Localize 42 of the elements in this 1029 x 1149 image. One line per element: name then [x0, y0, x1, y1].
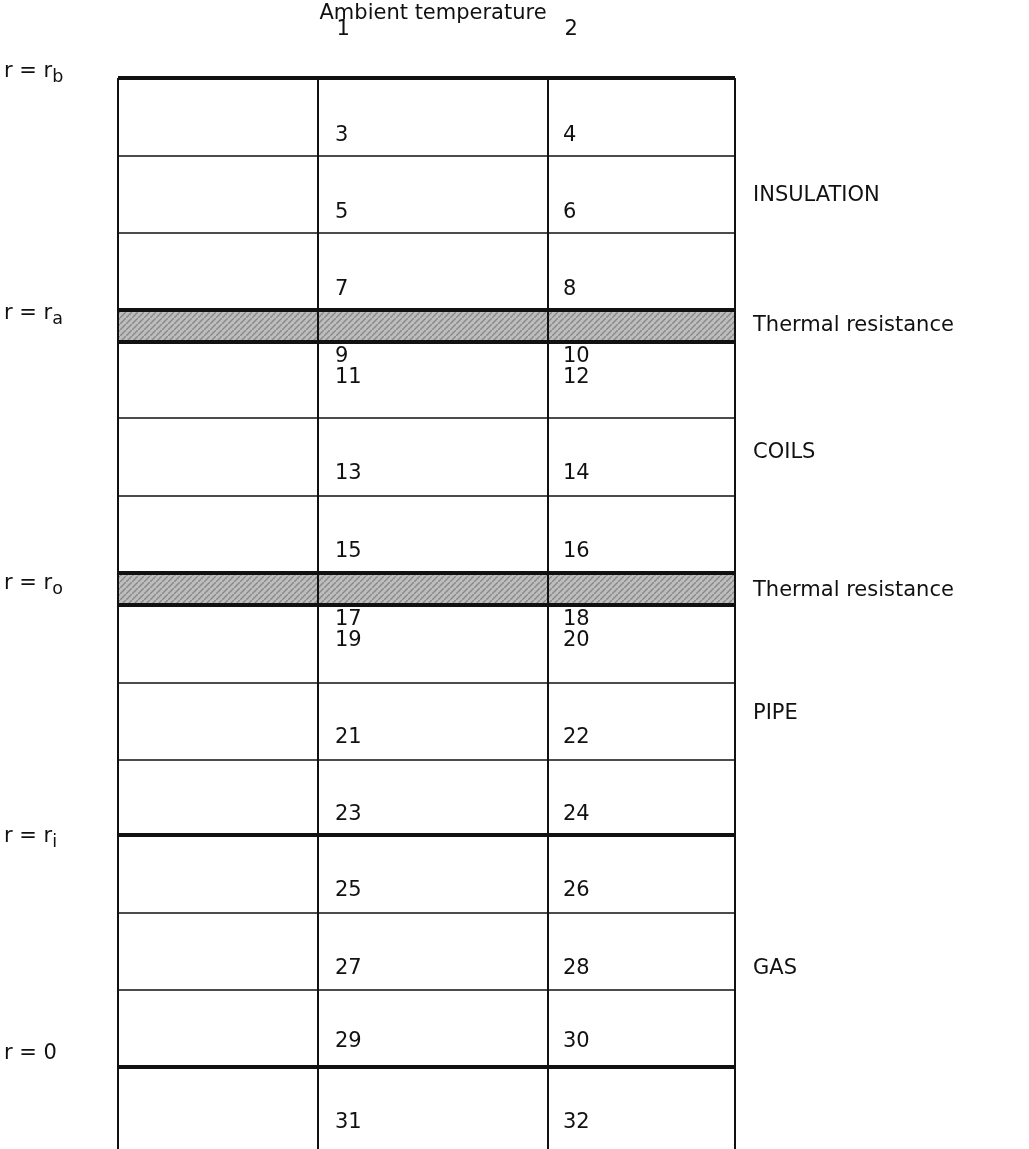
radius-label: r = r$_{a}$ [4, 302, 63, 328]
cell-number: 6 [563, 201, 577, 222]
cell-number: 29 [335, 1030, 362, 1051]
cell-number: 5 [335, 201, 349, 222]
cell-number: 32 [563, 1111, 590, 1132]
cell-number: 22 [563, 726, 590, 747]
cell-number: 20 [563, 629, 590, 650]
cell-number: 13 [335, 462, 362, 483]
cell-number: 25 [335, 879, 362, 900]
cell-number: 14 [563, 462, 590, 483]
cell-number: 16 [563, 540, 590, 561]
layer-label: INSULATION [753, 184, 880, 205]
cell-number: 30 [563, 1030, 590, 1051]
radius-label: r = r$_{b}$ [4, 60, 64, 86]
cell-number: 28 [563, 957, 590, 978]
cell-number: 26 [563, 879, 590, 900]
layer-label: COILS [753, 441, 816, 462]
column-number: 2 [564, 18, 578, 39]
cell-number: 21 [335, 726, 362, 747]
layer-label: Thermal resistance [753, 314, 954, 335]
cell-number: 3 [335, 124, 349, 145]
cell-number: 27 [335, 957, 362, 978]
radius-label: r = 0 [4, 1042, 57, 1063]
layer-label: Thermal resistance [753, 579, 954, 600]
cell-number: 7 [335, 278, 349, 299]
cell-number: 9 [335, 345, 349, 366]
cell-number: 17 [335, 608, 362, 629]
cell-number: 31 [335, 1111, 362, 1132]
radius-label: r = r$_{i}$ [4, 825, 58, 851]
layer-label: GAS [753, 957, 797, 978]
radius-label: r = r$_{o}$ [4, 572, 63, 598]
cell-number: 15 [335, 540, 362, 561]
cell-number: 19 [335, 629, 362, 650]
cell-number: 8 [563, 278, 577, 299]
cell-number: 23 [335, 803, 362, 824]
cell-number: 11 [335, 366, 362, 387]
layer-label: PIPE [753, 702, 798, 723]
cell-number: 18 [563, 608, 590, 629]
cell-number: 24 [563, 803, 590, 824]
cell-number: 10 [563, 345, 590, 366]
cell-number: 4 [563, 124, 577, 145]
cell-number: 12 [563, 366, 590, 387]
